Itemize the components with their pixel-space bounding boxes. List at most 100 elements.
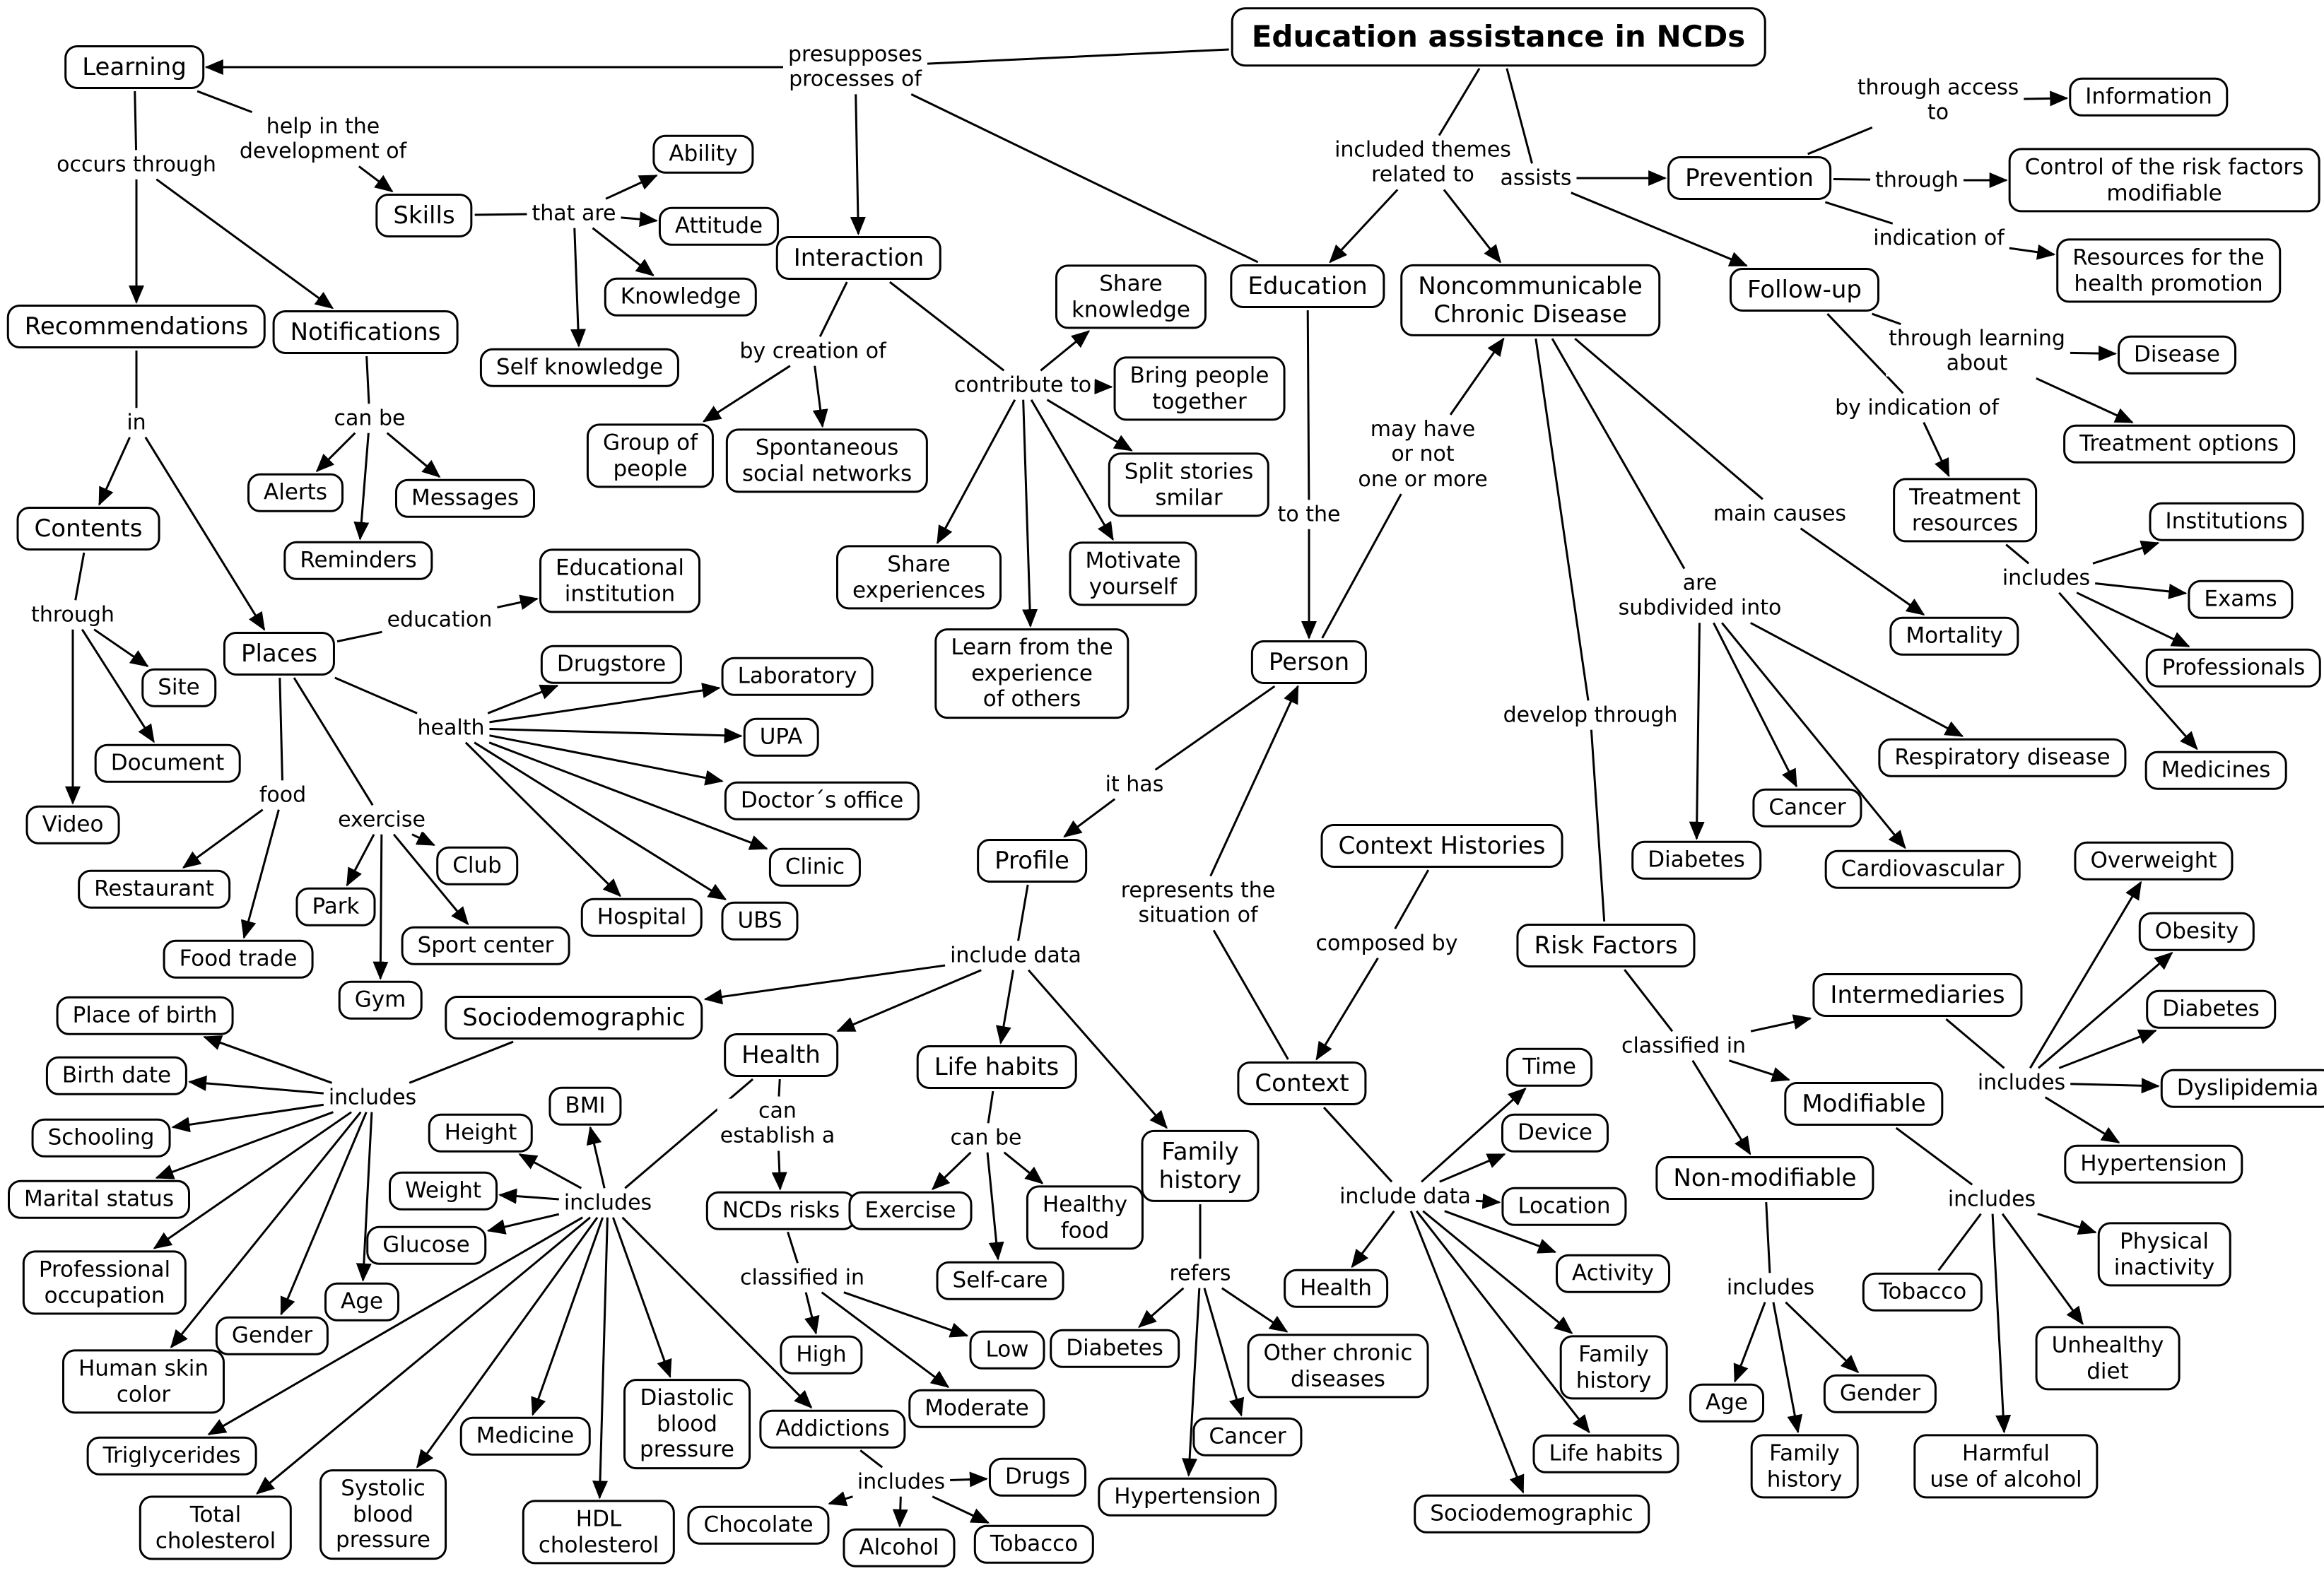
connector-l_health-laboratory [489,683,721,724]
connector-l_includedata_c-health_ctx [1351,1210,1395,1269]
connector-l_includes_sd-gender_sd [280,1112,368,1316]
connector-l_includes_int-overweight [2029,881,2142,1069]
node-clinic: Clinic [768,847,862,887]
node-triglycerides: Triglycerides [86,1436,257,1476]
connector-l_includes_sd-age_sd [356,1112,373,1282]
connector-l_includes_h-bmi [586,1126,606,1189]
link-label-by-indication: by indication of [1832,395,2002,420]
connector-l_canbe_n-alerts [315,432,356,473]
node-location: Location [1501,1187,1627,1226]
connector-l_subdivided-cardio [1721,622,1906,849]
connector-l_through_c-site [93,628,149,667]
connector-l_health-drugstore [487,684,559,714]
connector-l_includes_int-dyslipidemia [2070,1078,2160,1094]
connector-l_includes_h-addictions [621,1216,813,1409]
node-institutions: Institutions [2149,502,2304,541]
node-site: Site [141,668,216,707]
node-bring-people-together: Bring people together [1113,356,1286,421]
connector-l_exercise-sportcenter [392,833,469,926]
connector-l_exercise-gym [372,834,389,980]
connector-interaction-l_bycreation [818,281,848,337]
connector-l_contribute-share_exp [936,399,1016,545]
node-exams: Exams [2188,579,2294,619]
link-label-can-be: can be [331,406,409,431]
connector-l_includes_sd-skin_color [170,1111,362,1348]
connector-l_health-upa [489,727,743,743]
node-share-knowledge: Share knowledge [1055,264,1207,329]
node-birth-date: Birth date [45,1056,188,1095]
connector-l_canbe_lh-healthy_food [1003,1151,1044,1184]
connector-l_thatare-ability [605,174,658,200]
connector-l_included-ncd [1443,189,1502,264]
connector-l_represents-person [1209,685,1299,877]
node-document: Document [94,743,241,783]
connector-l_includes_h-systolic [416,1216,599,1469]
connector-skills-l_thatare [474,213,527,216]
connector-l_assists-followup [1571,192,1748,267]
node-upa: UPA [743,717,819,757]
connector-l_includes_tr-institutions [2092,540,2160,565]
link-label-includes-modifiable: includes [1944,1187,2039,1212]
link-label-by-creation: by creation of [736,339,889,364]
node-tobacco: Tobacco [973,1524,1095,1564]
connector-l_includes_h-diastolic [611,1217,672,1379]
connector-l_includes_nm-gender_nm [1785,1301,1860,1374]
node-marital-status: Marital status [8,1179,190,1219]
node-ability: Ability [652,134,754,174]
node-tobacco-modifiable: Tobacco [1862,1272,1983,1312]
connector-edu_ncd-l_included [1438,68,1481,136]
node-total-cholesterol: Total cholesterol [139,1495,293,1560]
connector-edu_ncd-l_presupposes [927,48,1229,65]
node-professionals: Professionals [2145,648,2322,688]
connector-l_bycreation-spont_sn [812,365,828,428]
connector-l_exercise-club [411,830,436,847]
node-hospital: Hospital [580,898,703,937]
connector-l_develop-risk_factors [1590,729,1606,922]
node-profile: Profile [977,838,1087,883]
link-label-through-learning: through learning about [1886,326,2068,377]
node-educational-institution: Educational institution [539,548,700,613]
connector-l_includedata_c-time [1421,1087,1527,1183]
node-moderate: Moderate [908,1389,1045,1428]
connector-l_contribute-motivate [1030,399,1114,541]
node-dyslipidemia: Dyslipidemia [2160,1069,2324,1108]
connector-context_hist-l_composed [1394,869,1430,930]
node-diabetes: Diabetes [1631,840,1761,880]
node-interaction: Interaction [775,235,942,281]
node-ubs: UBS [721,901,799,941]
link-label-can-be-life-habits: can be [947,1125,1025,1151]
connector-l_byind-treatment_res [1923,422,1950,478]
connector-treatment_res-l_includes_tr [2005,543,2030,565]
connector-l_includes_sd-birth_date [188,1075,324,1095]
connector-intermediaries-l_includes_int [1945,1018,2005,1069]
node-modifiable: Modifiable [1784,1081,1944,1126]
node-self-care: Self-care [936,1261,1064,1300]
connector-prevention-l_indication [1824,201,1894,225]
connector-l_access-information [2024,90,2069,107]
link-label-to-the: to the [1274,502,1344,527]
connector-l_health-clinic [488,741,768,850]
connector-l_canbe_lh-selfcare [986,1152,1004,1261]
node-place-of-birth: Place of birth [56,996,234,1035]
link-label-education: education [384,607,495,632]
connector-contents-l_through_c [74,552,86,601]
connector-risk_factors-l_classified_rf [1624,969,1674,1032]
node-weight: Weight [388,1171,498,1211]
node-life-habits-context: Life habits [1532,1434,1679,1473]
link-label-exercise: exercise [335,807,428,832]
link-label-indication-of: indication of [1870,225,2007,251]
node-health-context: Health [1284,1269,1388,1308]
node-control-risk-factors: Control of the risk factors modifiable [2008,148,2320,213]
node-health: Health [724,1032,838,1078]
connector-health_p-l_includes_h [624,1078,754,1189]
link-label-through-access: through access to [1854,75,2022,126]
node-cardiovascular: Cardiovascular [1824,849,2021,889]
link-label-include-data-context: include data [1337,1184,1474,1209]
connector-l_canbe_n-messages [386,432,441,478]
link-label-includes-intermediaries: includes [1974,1070,2069,1095]
node-addictions: Addictions [759,1409,906,1449]
node-obesity: Obesity [2138,912,2255,951]
node-risk-factors: Risk Factors [1516,923,1696,968]
node-time: Time [1506,1047,1592,1087]
